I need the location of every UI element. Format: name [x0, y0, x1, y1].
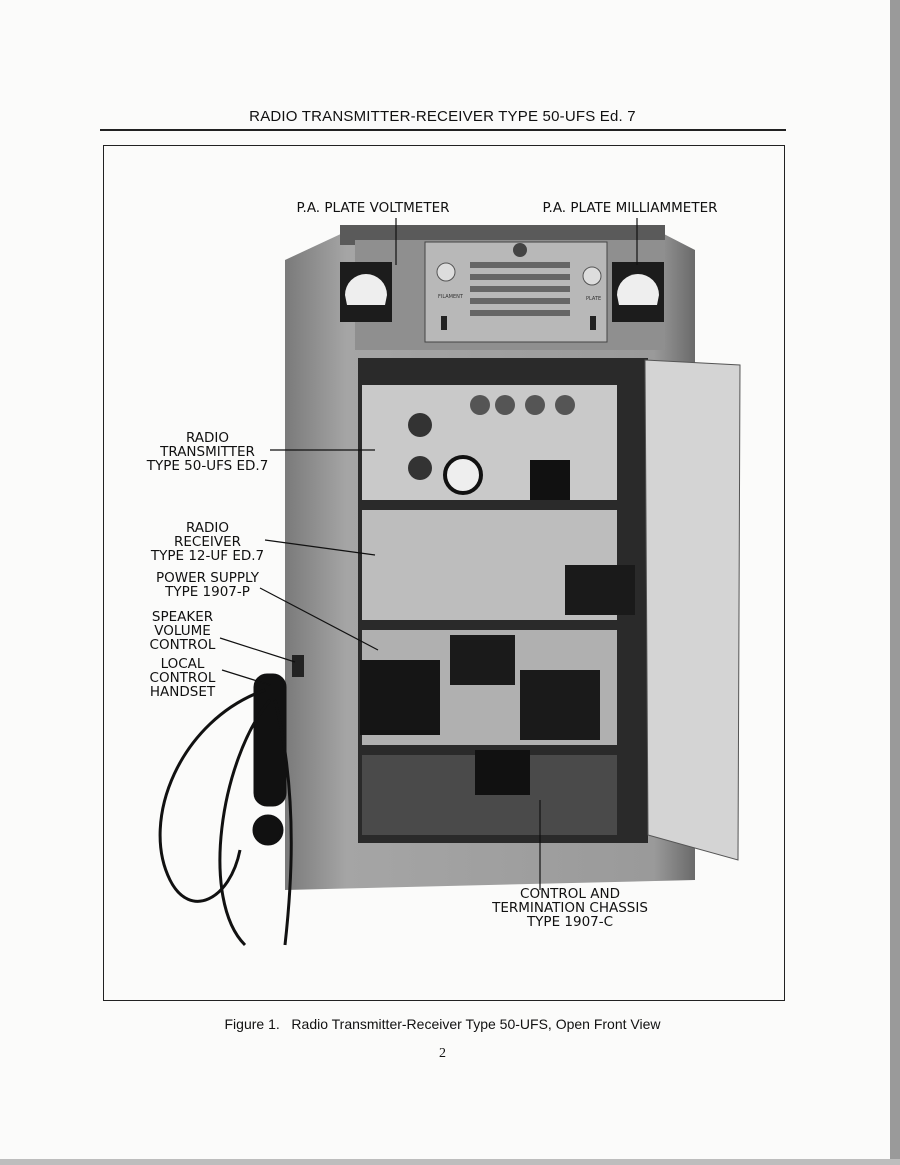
label-line: TERMINATION CHASSIS: [492, 900, 648, 916]
label-transmitter: RADIO TRANSMITTER TYPE 50-UFS ED.7: [145, 431, 270, 473]
scan-edge-bottom: [0, 1159, 900, 1165]
speaker-volume-knob: [292, 655, 304, 677]
filament-label: FILAMENT: [438, 294, 464, 300]
leader-lines: [219, 218, 638, 890]
label-receiver: RADIO RECEIVER TYPE 12-UF ED.7: [145, 521, 270, 563]
label-line: TYPE 1907-C: [526, 914, 614, 930]
label-line: POWER SUPPLY: [155, 570, 260, 586]
figure-caption: Figure 1. Radio Transmitter-Receiver Typ…: [224, 1016, 661, 1032]
label-line: CONTROL: [149, 637, 216, 653]
handset-icon: [158, 673, 293, 947]
label-line: HANDSET: [149, 684, 216, 700]
plate-label: PLATE: [586, 296, 601, 302]
label-voltmeter: P.A. PLATE VOLTMETER: [296, 200, 450, 216]
milliammeter-icon: [612, 262, 664, 322]
header-rule: [100, 129, 786, 131]
voltmeter-icon: [340, 262, 392, 322]
label-line: TRANSMITTER: [160, 444, 255, 460]
label-line: TYPE 12-UF ED.7: [150, 548, 265, 564]
label-line: SPEAKER: [151, 609, 214, 625]
label-power-supply: POWER SUPPLY TYPE 1907-P: [145, 571, 270, 599]
label-line: RADIO: [185, 520, 230, 536]
label-line: TYPE 1907-P: [165, 584, 250, 600]
panel-grille: [436, 243, 602, 330]
page-number: 2: [439, 1046, 446, 1061]
scan-edge: [890, 0, 900, 1165]
label-handset: LOCAL CONTROL HANDSET: [140, 657, 225, 699]
figure-frame: [103, 145, 785, 1001]
interior: [358, 358, 648, 843]
label-line: TYPE 50-UFS ED.7: [146, 458, 269, 474]
label-line: CONTROL AND: [520, 886, 620, 902]
page-header: RADIO TRANSMITTER-RECEIVER TYPE 50-UFS E…: [249, 108, 636, 125]
label-line: LOCAL: [160, 656, 205, 672]
label-line: RECEIVER: [174, 534, 241, 550]
label-line: RADIO: [185, 430, 230, 446]
label-line: CONTROL: [149, 670, 216, 686]
label-control-chassis: CONTROL AND TERMINATION CHASSIS TYPE 190…: [455, 887, 685, 929]
label-line: VOLUME: [154, 623, 211, 639]
open-door: [644, 359, 741, 861]
label-speaker: SPEAKER VOLUME CONTROL: [140, 610, 225, 652]
label-milliammeter: P.A. PLATE MILLIAMMETER: [542, 200, 718, 216]
